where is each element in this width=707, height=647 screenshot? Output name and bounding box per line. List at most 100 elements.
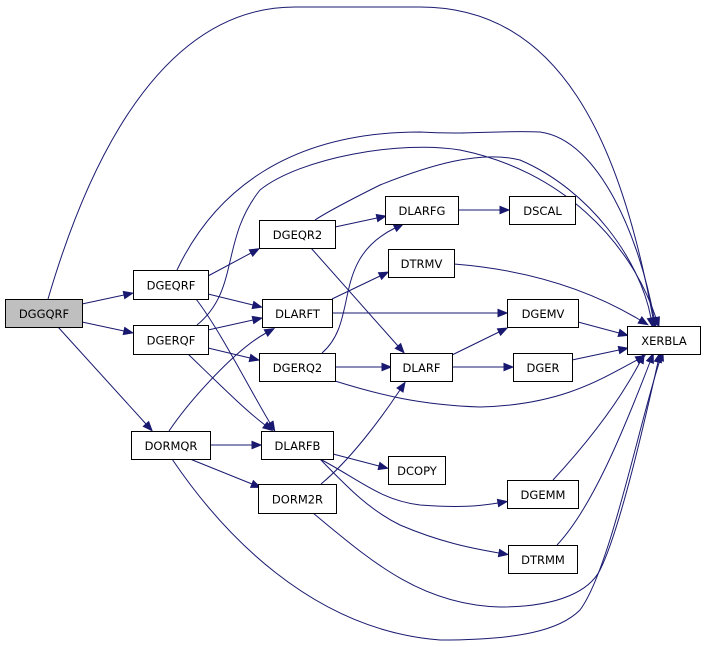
edge-dormqr-to-dorm2r — [189, 458, 262, 488]
edge-dlarft-to-dtrmv — [331, 271, 390, 300]
node-label: DGERQF — [147, 334, 196, 348]
edge-line — [334, 359, 638, 408]
arrowhead-icon — [375, 213, 388, 223]
edge-line — [319, 458, 499, 507]
node-dgeqrf[interactable]: DGEQRF — [133, 270, 209, 300]
arrowhead-icon — [645, 352, 654, 365]
edge-line — [321, 227, 396, 354]
node-dlarfg[interactable]: DLARFG — [385, 196, 459, 225]
arrowhead-icon — [394, 342, 405, 354]
node-xerbla[interactable]: XERBLA — [627, 326, 701, 355]
node-dger[interactable]: DGER — [513, 353, 573, 382]
edge-dorm2r-to-xerbla — [312, 351, 663, 608]
edge-dgeqrf-to-dgeqr2 — [207, 248, 261, 277]
edge-dormqr-to-xerbla — [171, 350, 664, 641]
node-label: DGGQRF — [19, 307, 69, 321]
node-dlarfb[interactable]: DLARFB — [261, 431, 334, 460]
node-dscal[interactable]: DSCAL — [509, 196, 576, 225]
node-box[interactable] — [390, 353, 453, 382]
arrowhead-icon — [381, 362, 393, 372]
edge-line — [81, 321, 125, 332]
node-label: DLARFB — [275, 439, 321, 453]
edge-dgerq2-to-xerbla — [334, 355, 647, 408]
edge-line — [81, 294, 125, 305]
arrowhead-icon — [263, 328, 276, 338]
node-box[interactable] — [507, 299, 579, 328]
node-box[interactable] — [385, 196, 459, 225]
arrowhead-icon — [617, 345, 630, 355]
edge-dgemm-to-xerbla — [552, 352, 645, 481]
node-dggqrf[interactable]: DGGQRF — [5, 299, 83, 328]
node-dgerq2[interactable]: DGERQ2 — [259, 353, 336, 382]
node-box[interactable] — [133, 270, 209, 300]
edge-dlarft-to-dgemv — [332, 308, 509, 318]
edge-line — [334, 217, 378, 228]
node-dorm2r[interactable]: DORM2R — [258, 484, 337, 514]
node-dormqr[interactable]: DORMQR — [131, 431, 211, 460]
node-label: DGEQRF — [147, 279, 196, 293]
arrowhead-icon — [497, 308, 509, 318]
node-box[interactable] — [259, 353, 336, 382]
arrowhead-icon — [503, 362, 515, 372]
edge-line — [314, 156, 652, 319]
node-dlarft[interactable]: DLARFT — [262, 299, 333, 328]
node-box[interactable] — [388, 249, 455, 278]
node-dcopy[interactable]: DCOPY — [388, 456, 446, 485]
edge-dlarfb-to-dgemm — [319, 458, 509, 508]
arrowhead-icon — [122, 290, 135, 300]
node-box[interactable] — [258, 484, 337, 514]
node-box[interactable] — [133, 325, 209, 355]
node-label: XERBLA — [641, 334, 687, 348]
node-dgemm[interactable]: DGEMM — [507, 480, 579, 509]
edge-line — [176, 131, 655, 319]
node-dlarf[interactable]: DLARF — [390, 353, 453, 382]
arrowhead-icon — [249, 479, 262, 488]
arrowhead-icon — [499, 205, 511, 215]
edge-dtrmv-to-xerbla — [453, 263, 649, 326]
edge-dgemv-to-xerbla — [577, 321, 629, 338]
node-box[interactable] — [261, 431, 334, 460]
edge-line — [207, 347, 251, 359]
node-label: DLARFG — [399, 204, 446, 218]
node-box[interactable] — [508, 545, 578, 574]
node-label: DSCAL — [523, 204, 562, 218]
arrowhead-icon — [392, 223, 405, 233]
edge-line — [310, 247, 399, 347]
node-box[interactable] — [5, 299, 83, 328]
node-box[interactable] — [507, 480, 579, 509]
arrowhead-icon — [251, 440, 263, 450]
edge-line — [331, 275, 381, 300]
edge-dlarf-to-dgemv — [451, 327, 509, 356]
node-box[interactable] — [509, 196, 576, 225]
arrowhead-icon — [248, 248, 261, 258]
arrowhead-icon — [377, 271, 390, 281]
edge-line — [195, 298, 271, 424]
node-box[interactable] — [259, 220, 336, 249]
node-dgemv[interactable]: DGEMV — [507, 299, 579, 328]
edges-layer — [47, 6, 664, 641]
node-box[interactable] — [627, 326, 701, 355]
edge-dggqrf-to-dgeqrf — [81, 290, 135, 305]
edge-dggqrf-to-dormqr — [57, 326, 153, 432]
node-dtrmv[interactable]: DTRMV — [388, 249, 455, 278]
edge-dgerq2-to-dlarf — [335, 362, 393, 372]
arrowhead-icon — [377, 461, 390, 471]
edge-line — [556, 361, 651, 546]
node-box[interactable] — [388, 456, 446, 485]
node-label: DORM2R — [272, 493, 323, 507]
node-label: DORMQR — [145, 439, 198, 453]
edge-line — [171, 359, 661, 641]
edge-line — [320, 389, 401, 485]
node-box[interactable] — [513, 353, 573, 382]
edge-line — [196, 146, 657, 326]
node-label: DGERQ2 — [273, 361, 322, 375]
node-dtrmm[interactable]: DTRMM — [508, 545, 578, 574]
node-dgeqr2[interactable]: DGEQR2 — [259, 220, 336, 249]
node-box[interactable] — [262, 299, 333, 328]
edge-line — [451, 331, 500, 356]
node-dgerqf[interactable]: DGERQF — [133, 325, 209, 355]
node-box[interactable] — [131, 431, 211, 460]
node-label: DTRMM — [521, 553, 565, 567]
arrowhead-icon — [635, 352, 645, 365]
node-label: DLARF — [403, 361, 441, 375]
